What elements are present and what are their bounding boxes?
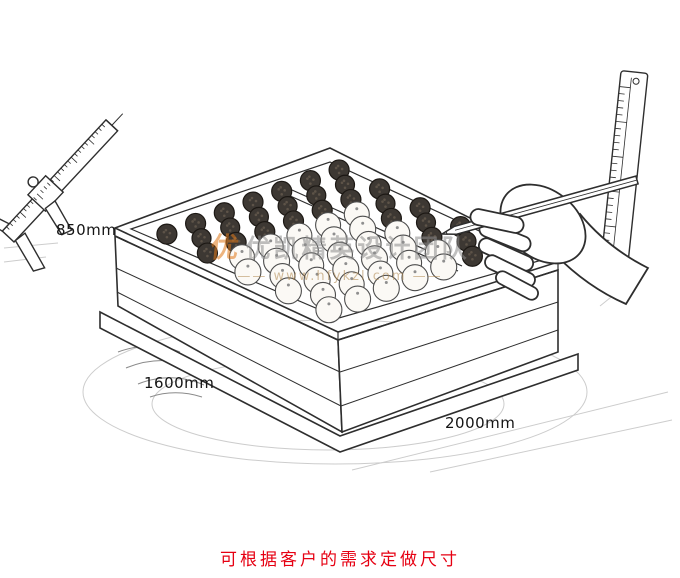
- thumb: [469, 208, 525, 234]
- customization-caption: 可根据客户的需求定做尺寸: [220, 550, 460, 570]
- dimension-label-width: 2000mm: [445, 414, 516, 432]
- vernier-caliper: [0, 113, 124, 272]
- pinky-finger: [495, 270, 539, 301]
- dimension-label-height: 850mm: [56, 221, 117, 239]
- dimension-label-depth: 1600mm: [144, 374, 215, 392]
- steel-ruler: [599, 70, 649, 271]
- produce-items: [156, 159, 512, 324]
